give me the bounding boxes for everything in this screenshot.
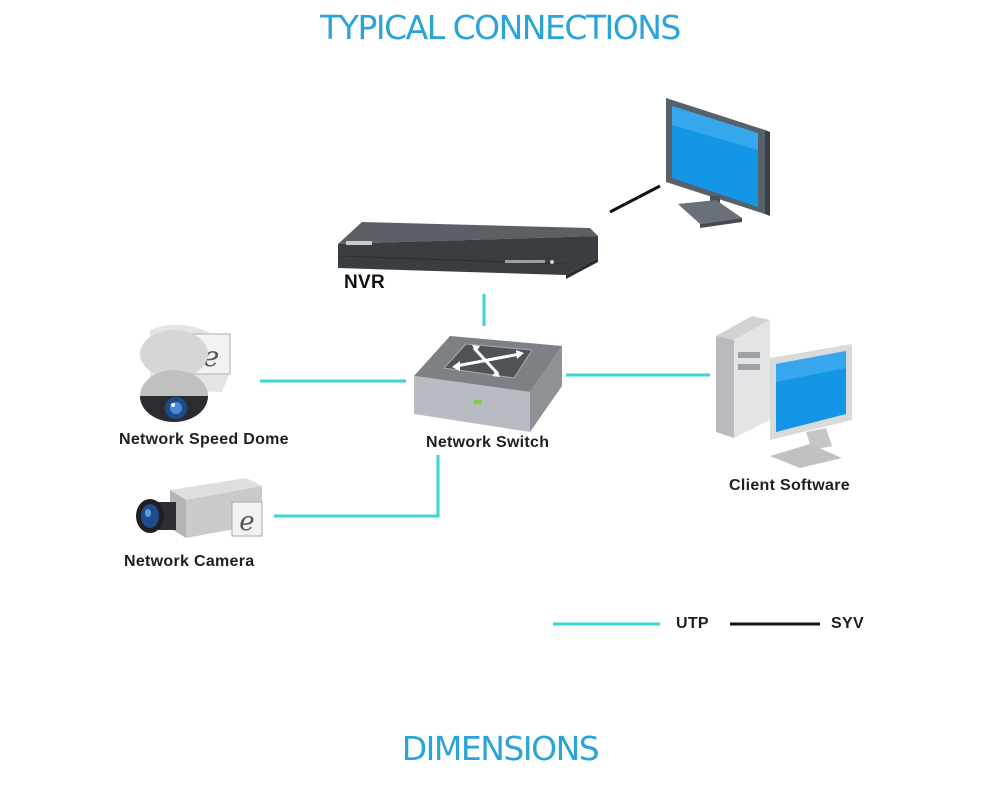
client-software-label: Client Software xyxy=(729,477,850,494)
legend-utp-label: UTP xyxy=(676,615,709,632)
box-camera-icon: e xyxy=(136,478,263,538)
network-camera-label: Network Camera xyxy=(124,553,255,570)
dimensions-heading: DIMENSIONS xyxy=(401,729,600,768)
desktop-computer-icon xyxy=(716,316,852,468)
nvr-recorder-icon xyxy=(337,222,598,279)
network-speed-dome-label: Network Speed Dome xyxy=(119,431,289,448)
nvr-label: NVR xyxy=(344,272,386,293)
monitor-icon xyxy=(666,98,770,228)
page-title: TYPICAL CONNECTIONS xyxy=(320,8,681,47)
legend-syv-label: SYV xyxy=(831,615,864,632)
network-switch-icon xyxy=(414,336,562,432)
svg-text:e: e xyxy=(239,507,254,537)
speed-dome-camera-icon: e xyxy=(140,324,231,422)
network-switch-label: Network Switch xyxy=(426,434,550,451)
syv-line-nvr-monitor xyxy=(609,184,661,214)
utp-line-camera-switch xyxy=(274,455,440,518)
